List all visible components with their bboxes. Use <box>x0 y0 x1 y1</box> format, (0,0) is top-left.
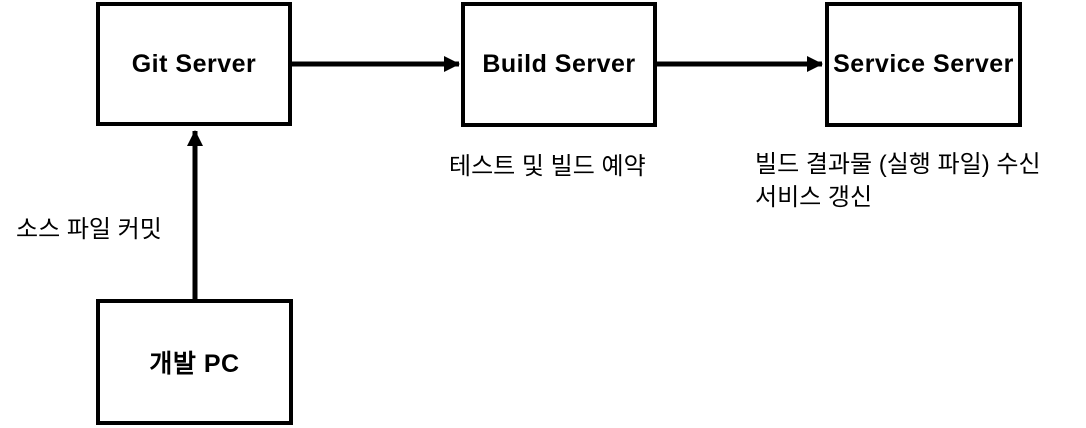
node-build-server-label: Build Server <box>482 50 636 78</box>
node-service-server-label: Service Server <box>833 50 1014 78</box>
node-service-server: Service Server <box>825 2 1022 127</box>
edge-label-source-commit: 소스 파일 커밋 <box>16 216 162 243</box>
node-git-server: Git Server <box>96 2 292 126</box>
node-build-server: Build Server <box>461 2 657 127</box>
edge-label-test-build-schedule: 테스트 및 빌드 예약 <box>449 153 646 180</box>
edge-label-artifact-receive-service-update: 빌드 결과물 (실행 파일) 수신 서비스 갱신 <box>755 151 1041 211</box>
node-git-server-label: Git Server <box>131 49 257 78</box>
node-dev-pc: 개발 PC <box>96 299 293 425</box>
node-dev-pc-label: 개발 PC <box>149 350 240 378</box>
